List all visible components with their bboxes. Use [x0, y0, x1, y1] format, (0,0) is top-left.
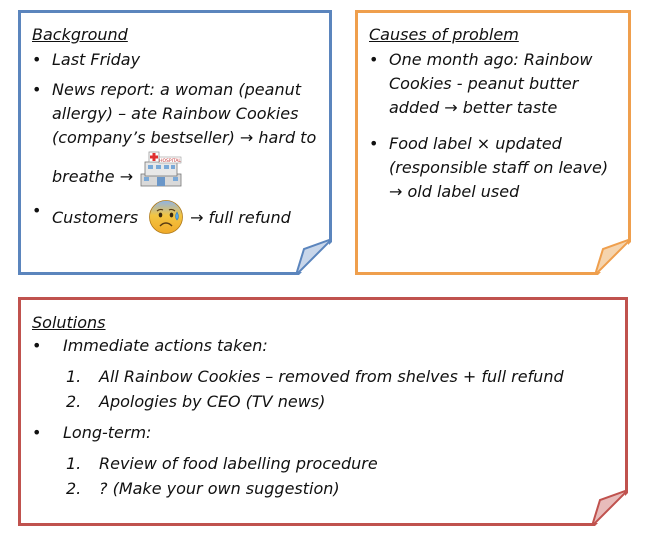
- list-item: Long-term: 1. Review of food labelling pr…: [32, 421, 612, 501]
- list-item: 2. Apologies by CEO (TV news): [66, 389, 612, 414]
- list-item: 1. Review of food labelling procedure: [66, 451, 612, 476]
- solutions-steps: 1. All Rainbow Cookies – removed from she…: [66, 364, 612, 414]
- step-text: ? (Make your own suggestion): [99, 479, 340, 498]
- background-item-text: → full refund: [190, 208, 291, 227]
- list-item: Immediate actions taken: 1. All Rainbow C…: [32, 334, 612, 414]
- list-item: Customers: [32, 199, 322, 242]
- solutions-note: Solutions Immediate actions taken: 1. All…: [18, 297, 628, 526]
- anxious-face-icon: [148, 199, 184, 242]
- page-curl-corner: [595, 239, 631, 275]
- hospital-icon: HOSPITAL: [139, 150, 183, 195]
- step-number: 1.: [66, 367, 82, 386]
- background-item-text: News report: a woman (peanut allergy) – …: [52, 80, 317, 186]
- solutions-title: Solutions: [32, 313, 106, 332]
- background-item-text: Customers: [52, 208, 139, 227]
- list-item: News report: a woman (peanut allergy) – …: [32, 78, 322, 195]
- background-note: Background Last Friday News report: a wo…: [18, 10, 332, 275]
- list-item: 2. ? (Make your own suggestion): [66, 476, 612, 501]
- list-item: Last Friday: [32, 48, 322, 72]
- solutions-group-label: Immediate actions taken:: [63, 336, 268, 355]
- list-item: One month ago: Rainbow Cookies - peanut …: [369, 48, 619, 120]
- background-title: Background: [32, 25, 128, 44]
- step-text: All Rainbow Cookies – removed from shelv…: [99, 367, 564, 386]
- background-item-text: Last Friday: [52, 50, 141, 69]
- list-item: Food label × updated (responsible staff …: [369, 132, 619, 204]
- background-list: Last Friday News report: a woman (peanut…: [32, 48, 322, 242]
- causes-item-text: Food label × updated (responsible staff …: [389, 134, 609, 201]
- list-item: 1. All Rainbow Cookies – removed from she…: [66, 364, 612, 389]
- solutions-steps: 1. Review of food labelling procedure 2.?…: [66, 451, 612, 501]
- solutions-list: Immediate actions taken: 1. All Rainbow C…: [32, 334, 612, 501]
- step-text: Review of food labelling procedure: [99, 454, 378, 473]
- hospital-sign-text: HOSPITAL: [159, 158, 181, 164]
- step-number: 2.: [66, 479, 82, 498]
- page-curl-corner: [592, 490, 628, 526]
- causes-title: Causes of problem: [369, 25, 519, 44]
- step-text: Apologies by CEO (TV news): [99, 392, 326, 411]
- causes-item-text: One month ago: Rainbow Cookies - peanut …: [389, 50, 593, 117]
- step-number: 2.: [66, 392, 82, 411]
- page-curl-corner: [296, 239, 332, 275]
- causes-note: Causes of problem One month ago: Rainbow…: [355, 10, 631, 275]
- causes-list: One month ago: Rainbow Cookies - peanut …: [369, 48, 619, 204]
- step-number: 1.: [66, 454, 82, 473]
- solutions-group-label: Long-term:: [63, 423, 152, 442]
